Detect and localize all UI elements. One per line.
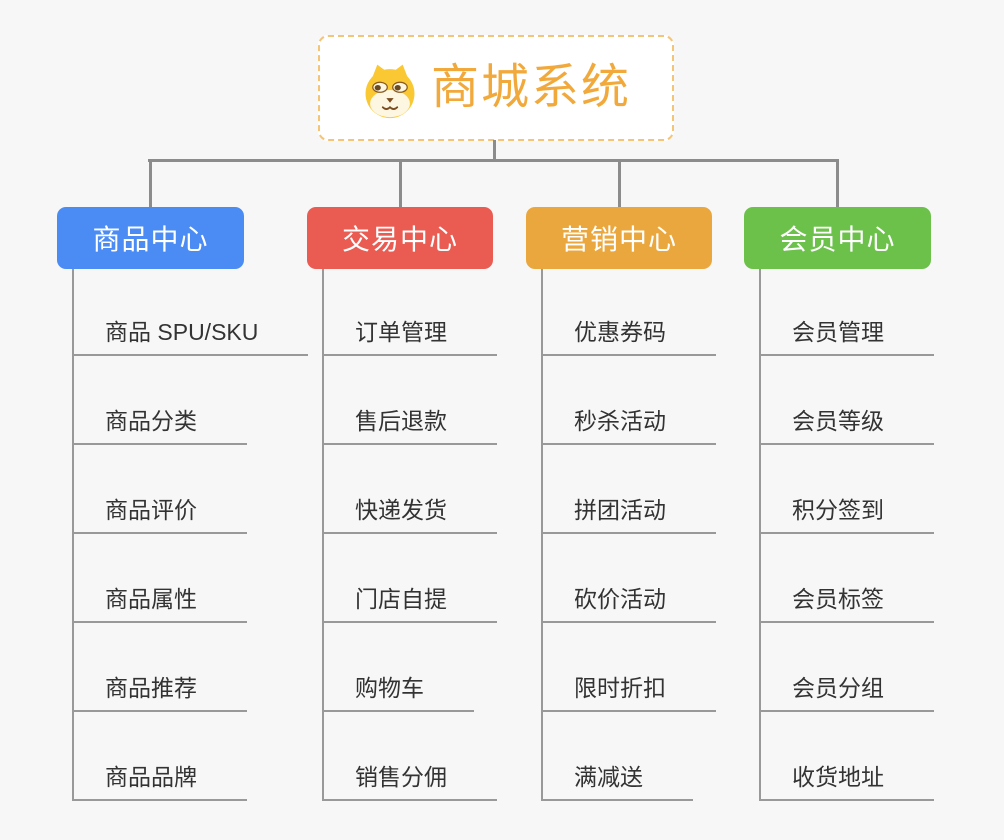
child-topic[interactable]: 会员分组 xyxy=(759,673,934,712)
branch-node-3[interactable]: 会员中心 xyxy=(744,207,931,269)
branch-trunk-line xyxy=(541,269,543,799)
branch-node-0[interactable]: 商品中心 xyxy=(57,207,244,269)
connector-root-stem xyxy=(493,140,496,160)
child-topic[interactable]: 会员标签 xyxy=(759,584,934,623)
connector-branch-drop xyxy=(618,162,621,207)
branch-node-2[interactable]: 营销中心 xyxy=(526,207,712,269)
child-topic[interactable]: 拼团活动 xyxy=(541,495,716,534)
child-topic[interactable]: 满减送 xyxy=(541,762,693,801)
child-topic[interactable]: 商品评价 xyxy=(72,495,247,534)
child-topic[interactable]: 会员等级 xyxy=(759,406,934,445)
child-topic[interactable]: 限时折扣 xyxy=(541,673,716,712)
root-node-mall-system[interactable]: 商城系统 xyxy=(318,35,674,141)
branch-trunk-line xyxy=(759,269,761,799)
branch-node-label: 营销中心 xyxy=(560,224,677,255)
child-topic[interactable]: 订单管理 xyxy=(322,317,497,356)
shiba-dog-icon xyxy=(365,64,415,119)
child-topic[interactable]: 商品分类 xyxy=(72,406,247,445)
branch-trunk-line xyxy=(72,269,74,799)
child-topic[interactable]: 秒杀活动 xyxy=(541,406,716,445)
child-topic[interactable]: 快递发货 xyxy=(322,495,497,534)
connector-branch-drop xyxy=(836,162,839,207)
child-topic[interactable]: 门店自提 xyxy=(322,584,497,623)
child-topic[interactable]: 优惠券码 xyxy=(541,317,716,356)
child-topic[interactable]: 售后退款 xyxy=(322,406,497,445)
child-topic[interactable]: 购物车 xyxy=(322,673,474,712)
connector-horizontal-bar xyxy=(148,159,839,162)
child-topic[interactable]: 销售分佣 xyxy=(322,762,497,801)
child-topic[interactable]: 商品推荐 xyxy=(72,673,247,712)
branch-trunk-line xyxy=(322,269,324,799)
branch-node-label: 会员中心 xyxy=(779,224,896,255)
child-topic[interactable]: 积分签到 xyxy=(759,495,934,534)
child-topic[interactable]: 商品 SPU/SKU xyxy=(72,317,309,356)
child-topic[interactable]: 砍价活动 xyxy=(541,584,716,623)
connector-branch-drop xyxy=(149,162,152,207)
child-topic[interactable]: 收货地址 xyxy=(759,762,934,801)
connector-branch-drop xyxy=(399,162,402,207)
branch-node-label: 交易中心 xyxy=(341,224,458,255)
root-node-title: 商城系统 xyxy=(430,61,631,114)
child-topic[interactable]: 商品品牌 xyxy=(72,762,247,801)
child-topic[interactable]: 商品属性 xyxy=(72,584,247,623)
child-topic[interactable]: 会员管理 xyxy=(759,317,934,356)
branch-node-label: 商品中心 xyxy=(92,224,209,255)
branch-node-1[interactable]: 交易中心 xyxy=(307,207,493,269)
